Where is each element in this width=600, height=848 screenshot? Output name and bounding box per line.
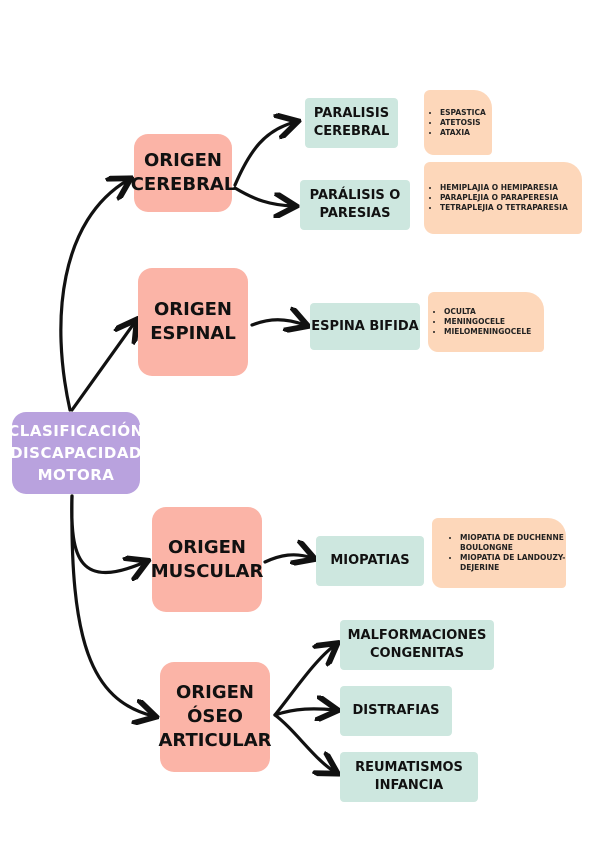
detail-item: MENINGOCELE xyxy=(444,317,531,327)
node-paralisis-cerebral: PARALISIS CEREBRAL xyxy=(305,98,398,148)
node-malformaciones: MALFORMACIONES CONGENITAS xyxy=(340,620,494,670)
node-miopatias: MIOPATIAS xyxy=(316,536,424,586)
arrow-root-espinal xyxy=(70,322,135,412)
detail-item: PARAPLEJIA O PARAPERESIA xyxy=(440,193,568,203)
detail-item: MIOPATIA DE DUCHENNE BOULONGNE xyxy=(460,533,566,553)
node-paralisis-paresias: PARÁLISIS O PARESIAS xyxy=(300,180,410,230)
arrow-oseo-distrafias xyxy=(273,709,335,715)
detail-paralisis-cerebral: ESPASTICA ATETOSIS ATAXIA xyxy=(424,90,492,155)
node-origen-cerebral: ORIGEN CEREBRAL xyxy=(131,134,235,212)
detail-espina-bifida: OCULTA MENINGOCELE MIELOMENINGOCELE xyxy=(428,292,544,352)
detail-miopatias: MIOPATIA DE DUCHENNE BOULONGNE MIOPATIA … xyxy=(432,518,566,588)
detail-item: MIELOMENINGOCELE xyxy=(444,327,531,337)
node-origen-espinal: ORIGEN ESPINAL xyxy=(138,268,248,376)
arrow-muscular-miopatias xyxy=(263,555,312,562)
node-espina-bifida: ESPINA BIFIDA xyxy=(310,303,420,350)
arrow-cerebral-paralisis xyxy=(233,122,295,187)
detail-item: TETRAPLEJIA O TETRAPARESIA xyxy=(440,203,568,213)
arrow-oseo-reumatismos xyxy=(273,713,335,772)
arrow-oseo-malformaciones xyxy=(273,645,335,717)
detail-item: ESPASTICA xyxy=(440,108,486,118)
node-reumatismos: REUMATISMOS INFANCIA xyxy=(340,752,478,802)
detail-item: ATAXIA xyxy=(440,128,486,138)
root-node: CLASIFICACIÓN DISCAPACIDAD MOTORA xyxy=(8,412,143,494)
detail-item: ATETOSIS xyxy=(440,118,486,128)
arrow-espinal-bifida xyxy=(250,320,305,325)
arrow-root-muscular xyxy=(70,494,145,573)
arrow-root-cerebral xyxy=(59,180,128,412)
detail-item: HEMIPLAJIA O HEMIPARESIA xyxy=(440,183,568,193)
node-distrafias: DISTRAFIAS xyxy=(340,686,452,736)
node-origen-oseo-articular: ORIGEN ÓSEO ARTICULAR xyxy=(158,662,272,772)
detail-item: MIOPATIA DE LANDOUZY-DEJERINE xyxy=(460,553,566,573)
detail-item: OCULTA xyxy=(444,307,531,317)
node-origen-muscular: ORIGEN MUSCULAR xyxy=(151,507,263,612)
arrow-cerebral-paresias xyxy=(233,186,293,206)
arrow-root-oseo xyxy=(70,494,153,716)
detail-paresias: HEMIPLAJIA O HEMIPARESIA PARAPLEJIA O PA… xyxy=(424,162,582,234)
